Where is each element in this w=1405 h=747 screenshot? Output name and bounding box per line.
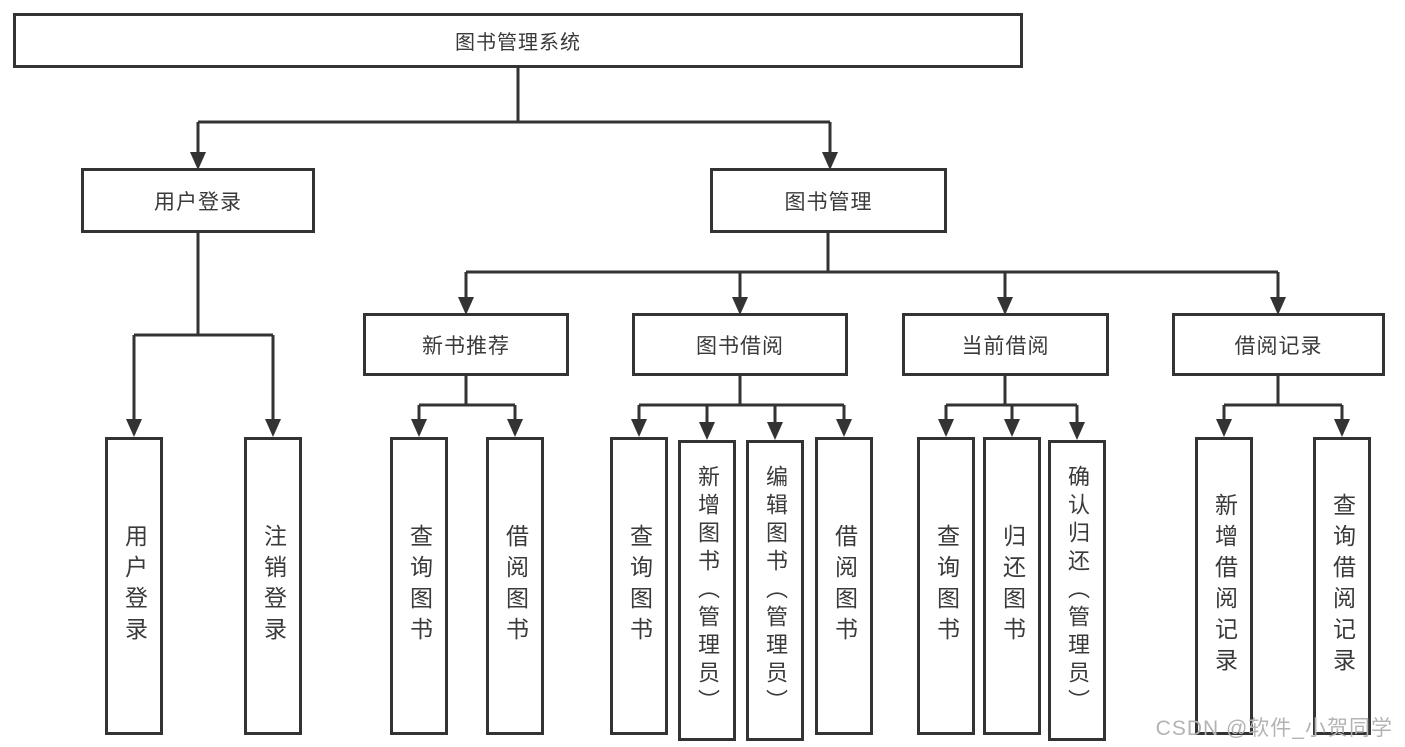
leaf-borrow-books-2: 借阅图书 [815, 437, 873, 735]
leaf-query-books-2: 查询图书 [610, 437, 668, 735]
node-book-borrow: 图书借阅 [632, 313, 848, 376]
node-label: 查询图书 [626, 524, 653, 648]
leaf-query-books-1: 查询图书 [390, 437, 448, 735]
leaf-return-books: 归还图书 [983, 437, 1041, 735]
node-label: 借阅图书 [831, 524, 858, 648]
node-label: 新增图书（管理员） [695, 464, 720, 717]
node-label: 确认归还（管理员） [1065, 464, 1090, 717]
leaf-borrow-books-1: 借阅图书 [486, 437, 544, 735]
leaf-edit-books-admin: 编辑图书（管理员） [746, 440, 804, 741]
node-library-management-system: 图书管理系统 [13, 13, 1023, 68]
leaf-query-borrow-record: 查询借阅记录 [1313, 437, 1371, 735]
leaf-confirm-return-admin: 确认归还（管理员） [1048, 440, 1106, 741]
leaf-add-books-admin: 新增图书（管理员） [678, 440, 736, 741]
leaf-user-login: 用户登录 [105, 437, 163, 735]
watermark: CSDN @软件_小贺同学 [1155, 717, 1393, 740]
node-label: 编辑图书（管理员） [763, 464, 788, 717]
node-label: 查询图书 [933, 524, 960, 648]
node-current-borrow: 当前借阅 [902, 313, 1109, 376]
node-book-management: 图书管理 [710, 168, 947, 233]
node-label: 用户登录 [154, 190, 242, 214]
node-label: 新增借阅记录 [1211, 493, 1238, 679]
leaf-query-books-3: 查询图书 [917, 437, 975, 735]
arrowheads [126, 152, 1350, 440]
node-label: 查询图书 [406, 524, 433, 648]
node-label: 图书借阅 [696, 334, 784, 358]
node-user-login: 用户登录 [81, 168, 315, 233]
node-label: 查询借阅记录 [1329, 493, 1356, 679]
node-new-book-recommend: 新书推荐 [363, 313, 569, 376]
node-label: 注销登录 [260, 524, 287, 648]
node-label: 新书推荐 [422, 334, 510, 358]
node-label: 借阅图书 [502, 524, 529, 648]
node-borrow-records: 借阅记录 [1172, 313, 1385, 376]
node-label: 用户登录 [121, 524, 148, 648]
node-label: 借阅记录 [1234, 334, 1323, 358]
leaf-add-borrow-record: 新增借阅记录 [1195, 437, 1253, 735]
node-label: 归还图书 [999, 524, 1026, 648]
node-label: 图书管理系统 [455, 32, 581, 54]
node-label: 当前借阅 [961, 334, 1050, 358]
leaf-logout: 注销登录 [244, 437, 302, 735]
node-label: 图书管理 [784, 190, 873, 214]
